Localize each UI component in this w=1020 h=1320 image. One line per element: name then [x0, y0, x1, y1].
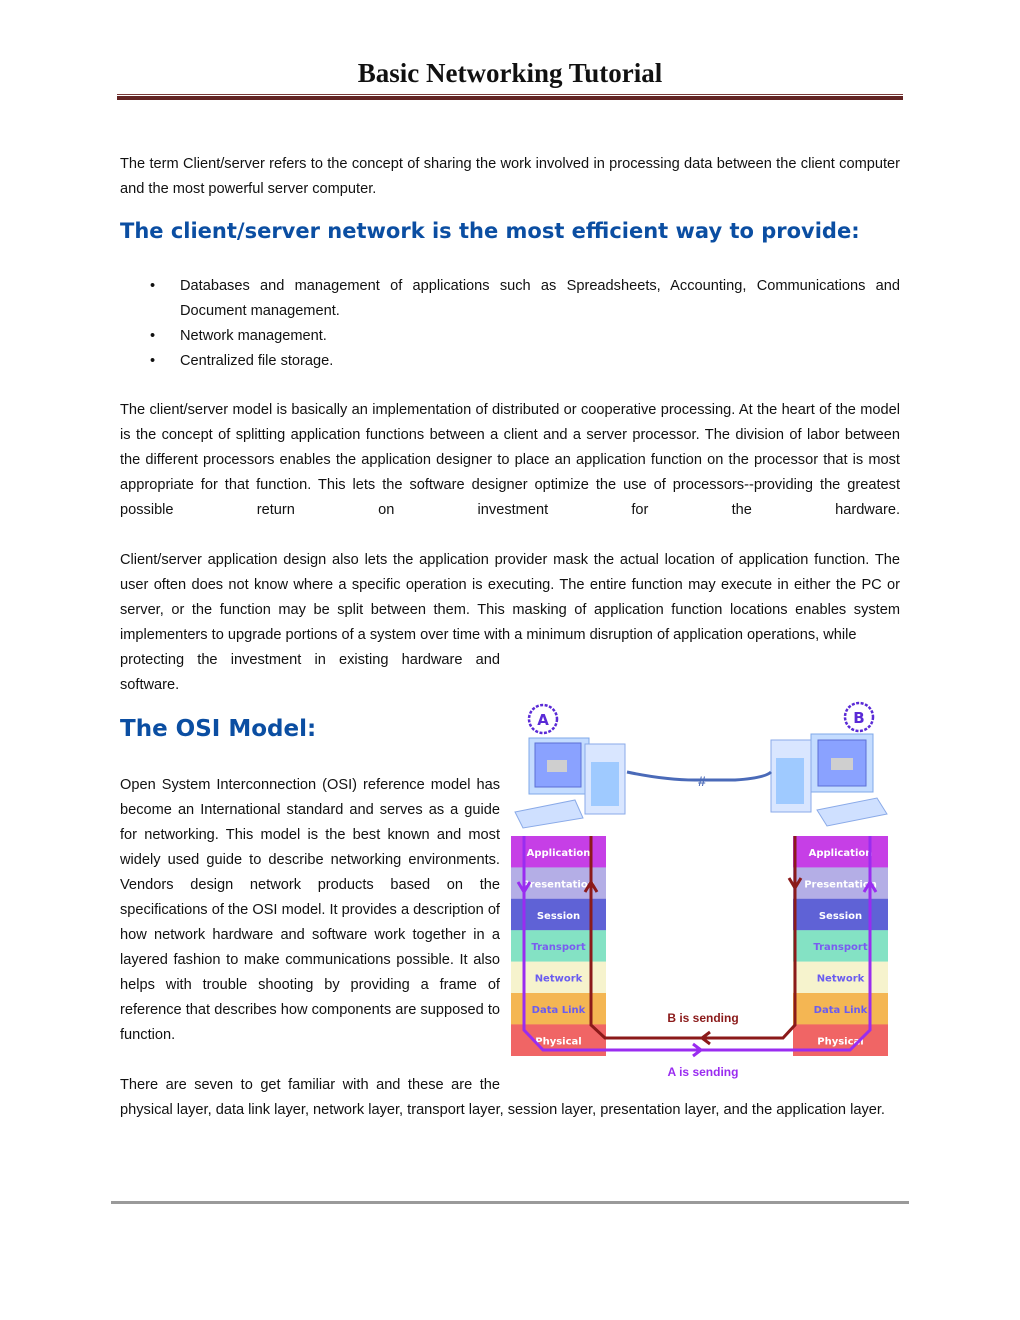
- layer-label: Network: [535, 974, 583, 985]
- layer-label: Session: [819, 911, 862, 922]
- layer-stack-b: ApplicationPresentationSessionTransportN…: [793, 836, 888, 1056]
- header-rule: [117, 96, 903, 100]
- section-heading-client-server: The client/server network is the most ef…: [120, 219, 860, 243]
- computer-a-icon: A: [514, 703, 626, 829]
- a-up-arrow-icon: [862, 879, 878, 893]
- bullet-list: • Databases and management of application…: [120, 274, 900, 374]
- layer-session: [793, 898, 888, 931]
- layer-label: Physical: [817, 1036, 863, 1047]
- b-sending-label: B is sending: [667, 1011, 738, 1025]
- computer-a-label: A: [537, 711, 549, 729]
- bullet-icon: •: [150, 353, 156, 369]
- layer-label: Session: [537, 911, 580, 922]
- list-item: • Centralized file storage.: [120, 349, 900, 374]
- header-rule-thin: [117, 94, 903, 95]
- list-item: • Databases and management of application…: [120, 274, 900, 324]
- list-item: • Network management.: [120, 324, 900, 349]
- layer-label: Presentation: [804, 879, 877, 890]
- b-left-arrow-icon: [699, 1030, 711, 1046]
- b-sending-path: [589, 836, 797, 1040]
- bullet-icon: •: [150, 328, 156, 344]
- layer-label: Data Link: [814, 1005, 868, 1016]
- a-down-arrow-icon: [516, 881, 532, 895]
- b-up-arrow-icon: [583, 879, 599, 893]
- layer-label: Application: [809, 848, 873, 859]
- list-item-text: Network management.: [180, 328, 327, 344]
- computer-b-label: B: [853, 709, 864, 727]
- bullet-icon: •: [150, 278, 156, 294]
- a-sending-path: [522, 836, 872, 1052]
- list-item-text: Centralized file storage.: [180, 353, 334, 369]
- client-server-design-paragraph-end: protecting the investment in existing ha…: [120, 652, 500, 693]
- layer-application: [793, 836, 888, 868]
- layer-label: Application: [527, 848, 591, 859]
- layer-label: Presentation: [522, 879, 595, 890]
- section-heading-osi: The OSI Model:: [120, 716, 317, 742]
- osi-layers-paragraph-start: There are seven to get familiar with and…: [120, 1077, 500, 1093]
- network-cable: [626, 770, 773, 782]
- page-title: Basic Networking Tutorial: [357, 58, 663, 88]
- layer-label: Data Link: [532, 1005, 586, 1016]
- cable-break-icon: #: [698, 773, 706, 789]
- b-down-arrow-icon: [787, 877, 803, 891]
- client-server-model-paragraph: The client/server model is basically an …: [120, 402, 900, 518]
- client-server-design-paragraph: Client/server application design also le…: [120, 552, 900, 643]
- layer-data-link: [793, 993, 888, 1025]
- layer-label: Network: [817, 974, 865, 985]
- a-right-arrow-icon: [692, 1042, 704, 1058]
- layer-transport: [793, 930, 888, 962]
- footer-rule: [111, 1201, 909, 1204]
- osi-diagram: A B # ApplicationPresentationSessionTran…: [511, 701, 888, 1079]
- layer-network: [793, 961, 888, 994]
- layer-label: Transport: [531, 942, 585, 953]
- a-sending-label: A is sending: [668, 1065, 739, 1079]
- layer-label: Transport: [813, 942, 867, 953]
- intro-paragraph: The term Client/server refers to the con…: [120, 156, 900, 197]
- osi-layers-paragraph: physical layer, data link layer, network…: [120, 1102, 885, 1118]
- osi-paragraph: Open System Interconnection (OSI) refere…: [120, 777, 500, 1043]
- computer-b-icon: B: [770, 701, 888, 827]
- layer-label: Physical: [535, 1036, 581, 1047]
- list-item-text: Databases and management of applications…: [180, 278, 900, 319]
